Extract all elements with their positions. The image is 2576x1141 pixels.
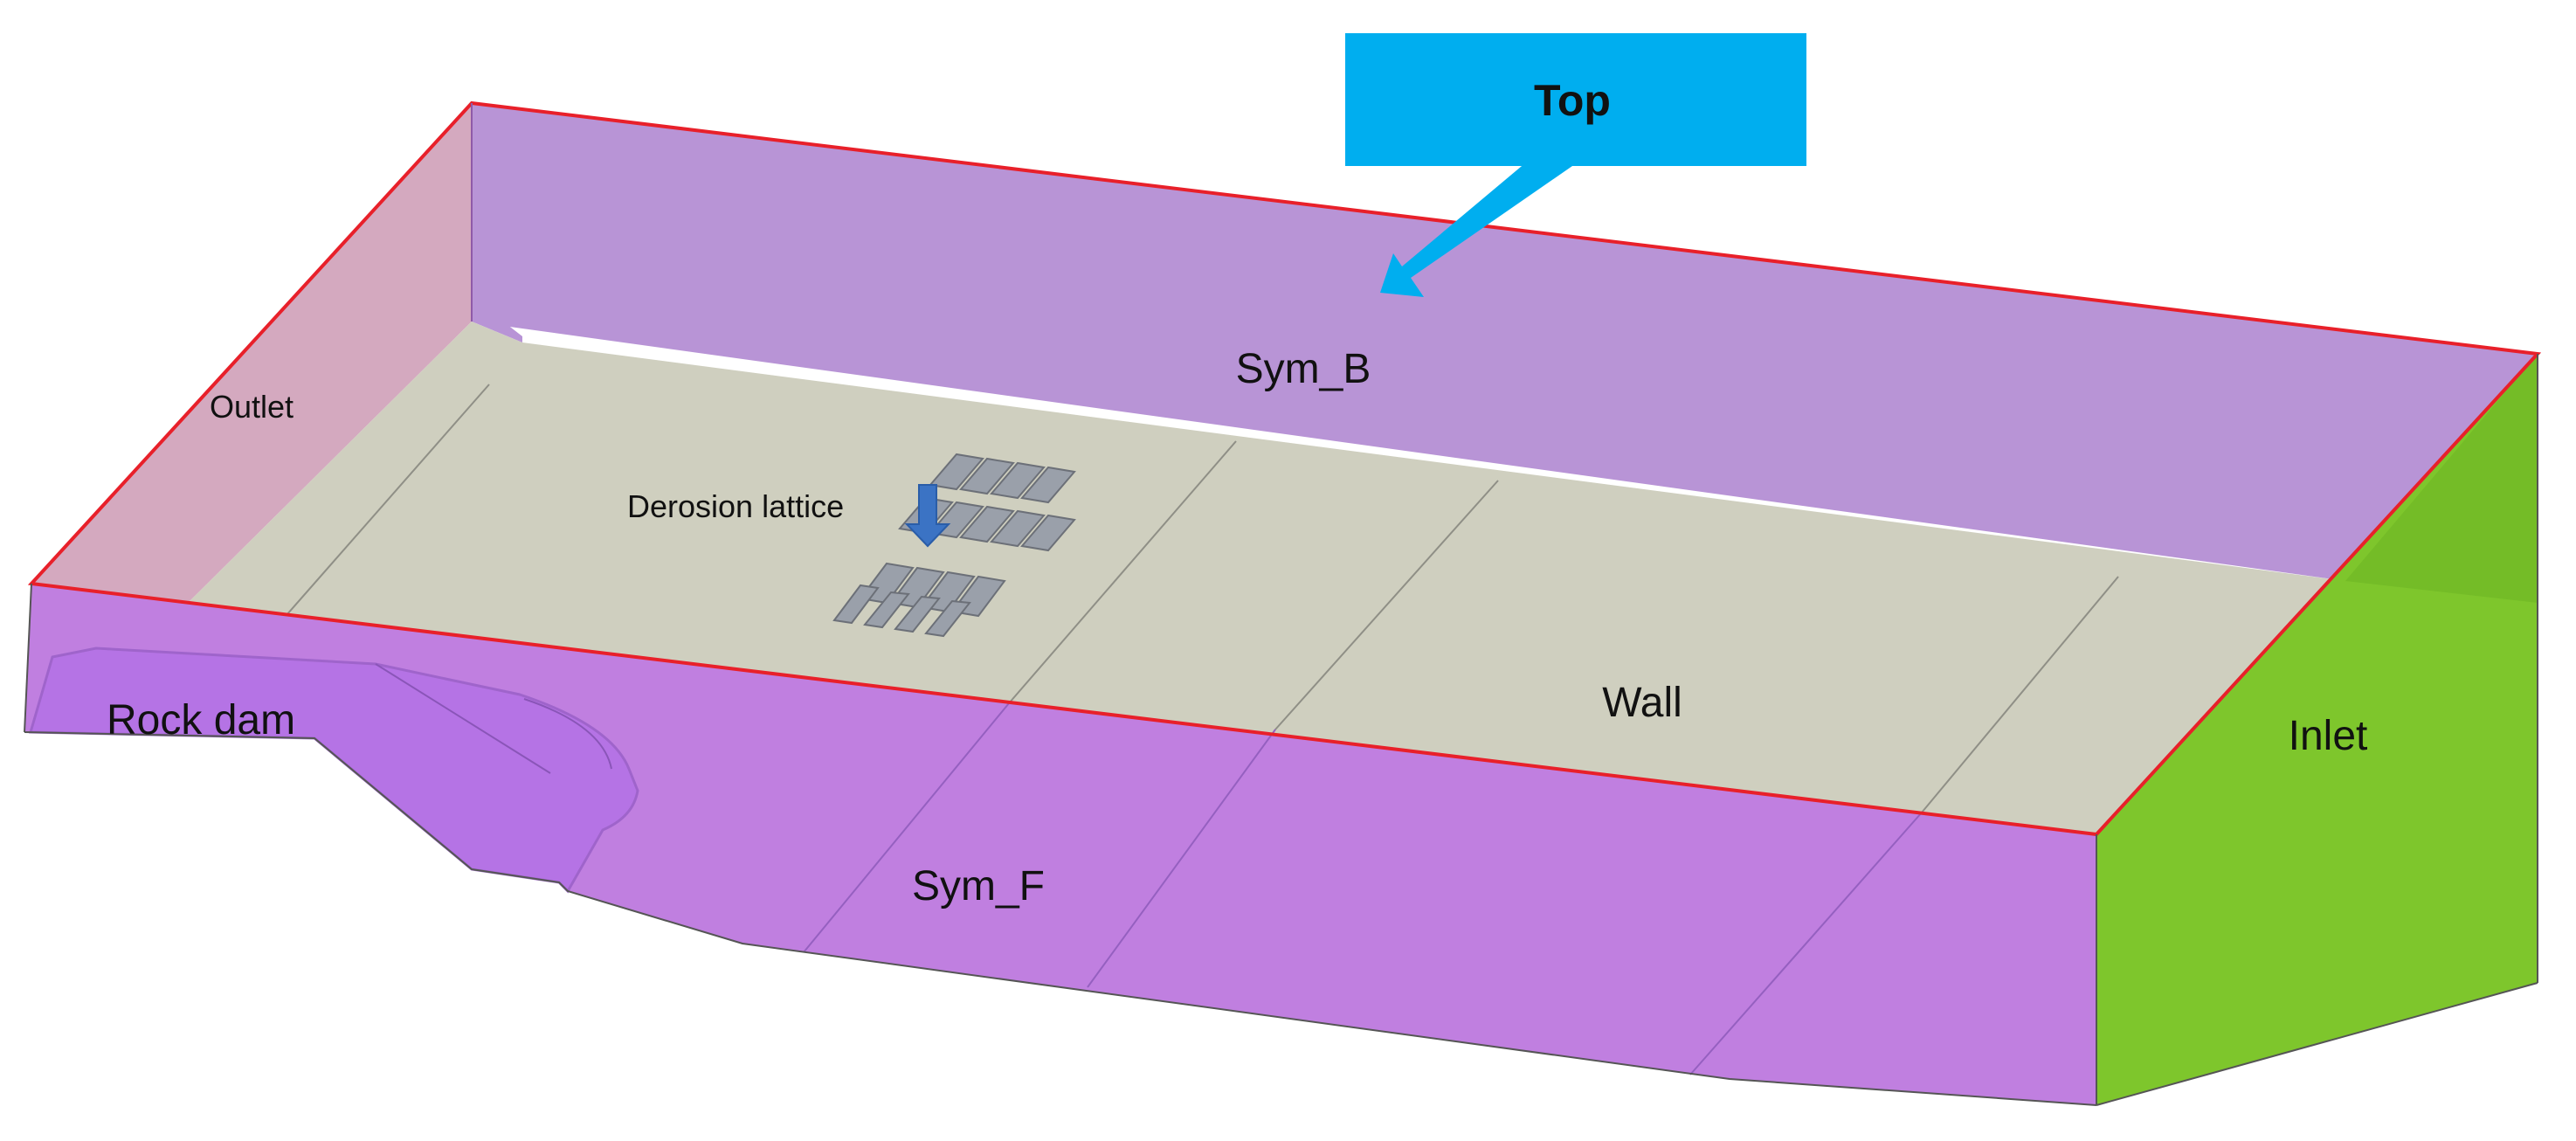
sym-b-chamfer xyxy=(472,103,522,342)
sym-b-face xyxy=(472,103,2538,603)
outlet-label: Outlet xyxy=(210,389,294,425)
wall-label: Wall xyxy=(1602,680,1682,726)
sym-b-label: Sym_B xyxy=(1236,346,1371,392)
rock-dam-label: Rock dam xyxy=(107,697,295,743)
lattice-block-group-bottom xyxy=(832,562,1006,638)
sym-f-label: Sym_F xyxy=(912,863,1045,909)
lattice-arrow-icon xyxy=(904,484,951,548)
rock-dam-outline xyxy=(29,647,639,894)
derosion-lattice-label: Derosion lattice xyxy=(627,488,844,524)
inlet-label: Inlet xyxy=(2289,713,2368,759)
outlet-face xyxy=(31,103,472,616)
sym-f-grid-lines xyxy=(803,702,1923,1075)
rock-dam-detail-lines xyxy=(375,663,612,774)
top-label: Top xyxy=(1534,76,1611,125)
top-callout-box xyxy=(1345,33,1806,166)
top-callout: Top xyxy=(1345,33,1806,297)
top-callout-arrow xyxy=(1380,153,1572,297)
box-edges xyxy=(24,354,2538,1106)
inlet-face-shade xyxy=(2345,354,2538,603)
bed-face xyxy=(175,322,2538,834)
derosion-lattice xyxy=(832,453,1076,638)
